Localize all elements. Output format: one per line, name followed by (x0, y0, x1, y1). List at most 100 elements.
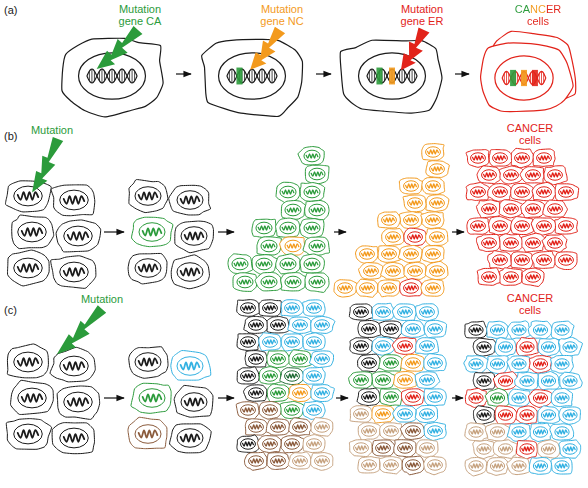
dna-strand (484, 241, 495, 245)
dna-strand (18, 430, 39, 437)
cell-membrane (424, 422, 446, 440)
dna-strand (309, 306, 320, 310)
cell (485, 388, 509, 406)
dna-strand (386, 327, 397, 331)
dna-strand (522, 447, 532, 451)
cell (392, 338, 416, 355)
dna-strand (471, 328, 481, 332)
cell (358, 354, 381, 372)
cell (311, 418, 333, 437)
cell (244, 452, 266, 470)
nucleus (533, 359, 547, 369)
nucleus (428, 392, 443, 402)
cell (128, 417, 167, 448)
cell-membrane (467, 218, 491, 234)
dna-strand (311, 172, 323, 176)
cell-membrane (499, 200, 523, 218)
nucleus (541, 342, 555, 352)
nucleus (498, 376, 512, 386)
cell (404, 262, 426, 280)
nucleus (280, 258, 296, 270)
cell-membrane (507, 321, 531, 339)
cell (543, 200, 568, 217)
nucleus (354, 341, 369, 351)
cell (538, 338, 560, 356)
cell-membrane (415, 372, 440, 389)
cell-membrane (288, 317, 311, 333)
dna-strand (386, 395, 397, 399)
dna-rung (124, 71, 125, 81)
dna-strand (557, 430, 567, 434)
cell-membrane (128, 253, 167, 283)
cancer-label: CANCER cells (498, 292, 562, 317)
cell (281, 436, 304, 453)
step-arrow (336, 397, 348, 398)
dna-strand (68, 398, 89, 405)
dna-strand (428, 150, 439, 154)
cell (349, 304, 373, 320)
nucleus (420, 375, 435, 385)
nucleus (263, 337, 278, 347)
dna-strand (282, 190, 294, 194)
dna-strand (473, 224, 484, 228)
dna-strand (400, 446, 411, 450)
cell-membrane (392, 338, 416, 355)
cell (305, 200, 329, 219)
mutation-label: Mutation gene CA (108, 3, 172, 28)
cell (511, 183, 534, 200)
dna-rung (541, 71, 542, 84)
cell-membrane (404, 228, 427, 246)
cell-membrane (174, 385, 213, 417)
cell (392, 304, 416, 321)
cell (511, 148, 533, 168)
cell (401, 320, 425, 337)
cell-membrane (237, 435, 259, 452)
cell (488, 251, 512, 270)
nucleus (541, 376, 555, 386)
dna-strand (561, 190, 572, 194)
dna-strand (539, 156, 550, 160)
dna-strand (378, 310, 389, 314)
cell (303, 300, 326, 316)
dna-rung (252, 69, 253, 83)
cell-membrane (129, 347, 168, 379)
nucleus (515, 153, 530, 163)
cell (532, 182, 557, 201)
cell (465, 388, 488, 407)
dna-strand (506, 207, 517, 211)
nucleus (430, 198, 445, 208)
cell (228, 254, 253, 274)
dna-strand (557, 464, 567, 468)
dna-strand (317, 391, 328, 395)
nucleus (563, 444, 577, 454)
nucleus (477, 444, 491, 454)
cell-membrane (131, 383, 171, 413)
cell (350, 406, 374, 422)
cell-membrane (493, 440, 518, 459)
dna-strand (386, 361, 397, 365)
cell (507, 321, 531, 339)
dna-strand (473, 190, 484, 194)
cell-membrane (511, 217, 534, 235)
nucleus (563, 410, 577, 420)
cell-membrane (421, 212, 444, 229)
dna-strand (243, 306, 254, 310)
cell-membrane (11, 380, 54, 414)
dna-rung (89, 71, 90, 81)
nucleus (293, 388, 308, 398)
cell (170, 424, 212, 453)
cell (487, 321, 509, 338)
dna-strand (408, 463, 419, 467)
cell (349, 372, 373, 388)
nucleus (241, 337, 256, 347)
dna-strand (295, 323, 306, 327)
nucleus (426, 283, 441, 293)
nucleus (307, 337, 322, 347)
nucleus (406, 460, 421, 470)
cell-membrane (499, 234, 523, 251)
cell (171, 255, 209, 289)
cell-membrane (422, 144, 444, 161)
dna-strand (384, 252, 395, 256)
nucleus (285, 303, 300, 313)
